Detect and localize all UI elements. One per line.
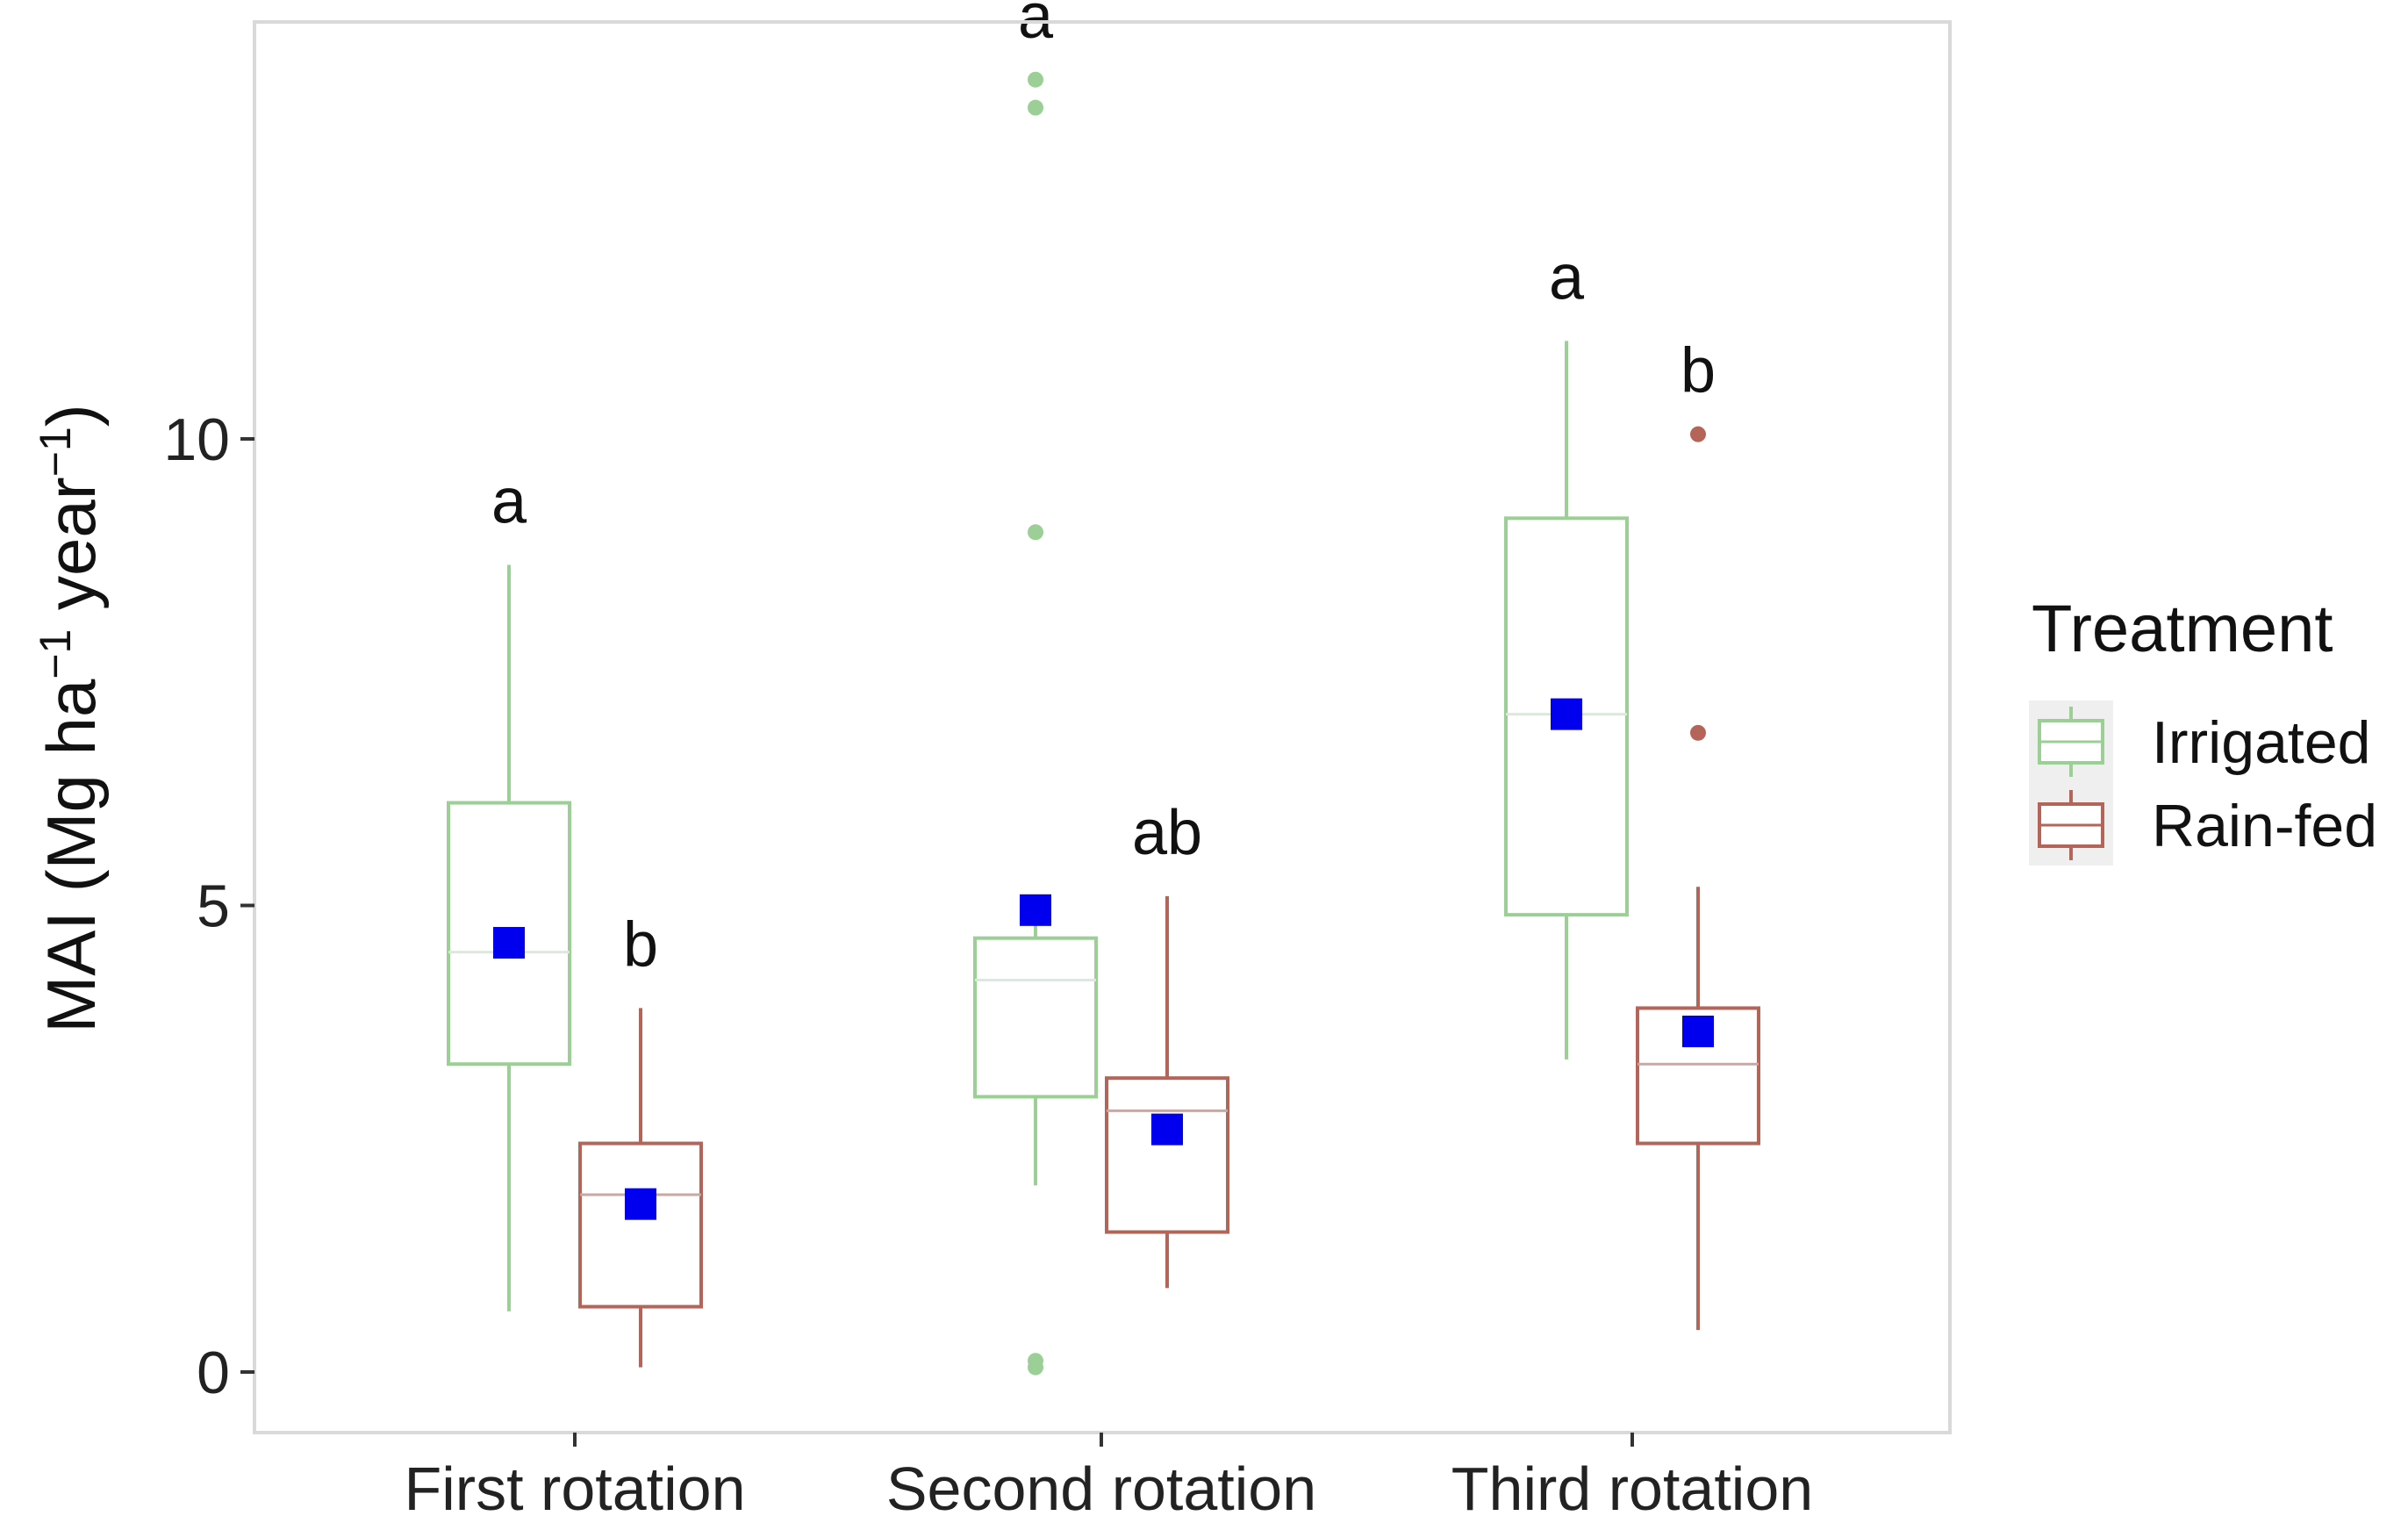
outlier-point-4 [1028,71,1043,88]
box-rain-fed-1: ab [1105,798,1229,1289]
box-irrigated-0: a [447,467,571,1311]
legend-key-rain-fed [2038,790,2104,860]
x-tick-label-2: Third rotation [1451,1455,1813,1523]
legend-label-0: Irrigated [2152,709,2370,776]
legend-label-1: Rain-fed [2152,793,2377,859]
mean-marker [1020,894,1051,926]
box-rain-fed-0: b [578,909,703,1368]
y-axis-title-prefix: MAI (Mg ha [32,679,110,1033]
box-rect [1105,1076,1229,1234]
y-axis-title-exp2: −1 [31,427,80,477]
y-tick-label-1: 5 [197,873,230,940]
significance-letter: a [1549,242,1585,313]
legend-key-irrigated [2038,707,2104,777]
box-rain-fed-2: b [1636,336,1760,1331]
significance-letter: a [1018,0,1054,52]
significance-letter: b [623,909,658,980]
outlier-point-0 [1690,724,1706,741]
x-tick-label-0: First rotation [405,1455,746,1523]
box-rect [578,1141,703,1309]
significance-letter: b [1681,336,1716,406]
x-tick-label-1: Second rotation [886,1455,1316,1523]
outlier-point-3 [1028,99,1043,116]
y-axis-title-middle: year [32,477,110,629]
y-axis-title: MAI (Mg ha−1 year−1) [31,404,110,1033]
box-irrigated-1: a [973,0,1098,1376]
mean-marker [1682,1016,1714,1048]
outlier-point-1 [1690,426,1706,442]
mean-marker [1151,1113,1183,1146]
significance-letter: ab [1132,798,1202,868]
legend-title: Treatment [2032,592,2333,666]
y-tick-label-2: 10 [163,406,230,473]
outlier-point-1 [1028,1353,1043,1369]
significance-letter: a [491,467,527,537]
mean-marker [625,1188,656,1220]
y-axis-title-exp1: −1 [31,629,80,679]
box-irrigated-2: a [1504,242,1629,1060]
mean-marker [493,927,525,959]
outlier-point-2 [1028,524,1043,541]
mean-marker [1551,698,1582,730]
y-axis-title-suffix: ) [32,404,110,427]
box-rect [973,936,1098,1099]
y-tick-label-0: 0 [197,1340,230,1406]
